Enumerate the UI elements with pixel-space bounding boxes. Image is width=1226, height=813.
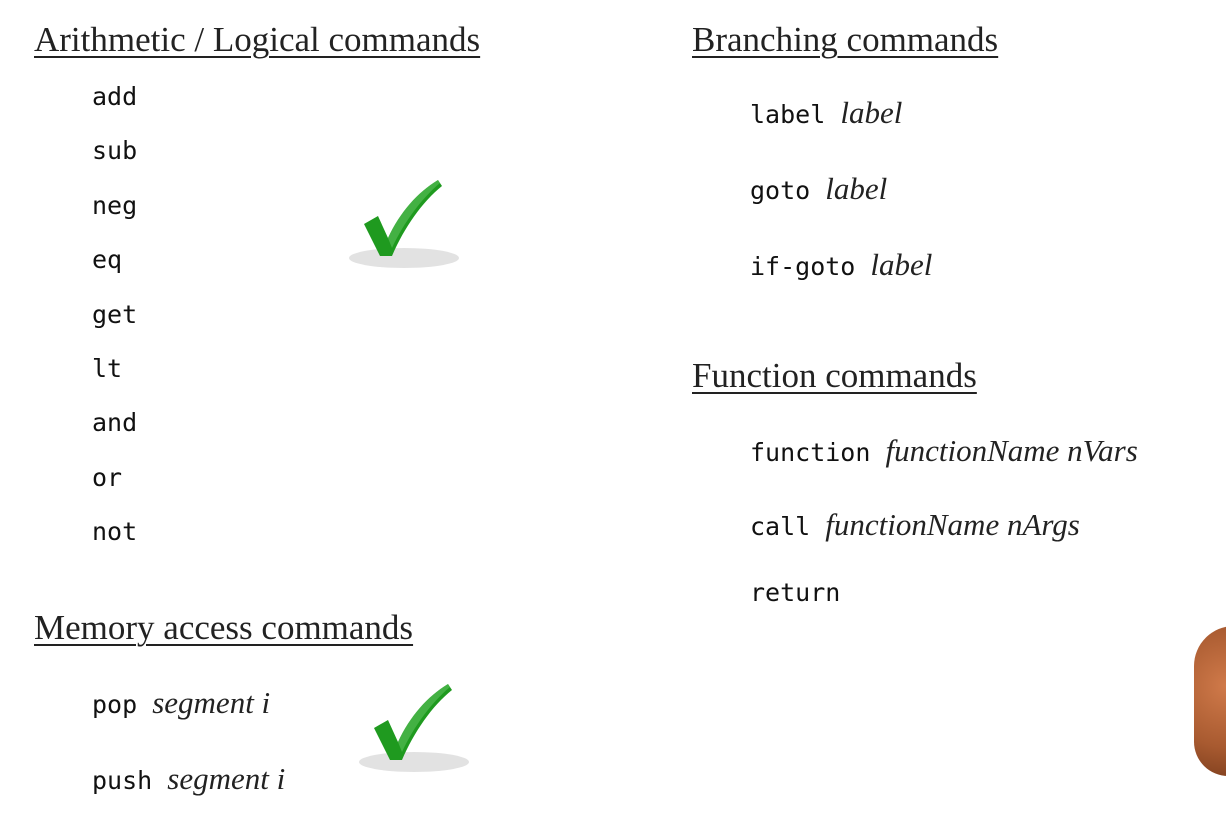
command-args: functionName nVars	[885, 433, 1138, 468]
command-eq: eq	[92, 245, 123, 274]
command-add: add	[92, 82, 138, 111]
command-not: not	[92, 517, 138, 546]
command-name: if-goto	[750, 252, 856, 281]
command-args: segment i	[152, 685, 271, 720]
command-return: return	[750, 578, 841, 607]
command-name: function	[750, 438, 871, 467]
command-label: label label	[750, 95, 903, 130]
checkmark-icon	[359, 684, 469, 772]
arithmetic-heading: Arithmetic / Logical commands	[34, 20, 481, 59]
command-function: function functionName nVars	[750, 433, 1138, 468]
command-lt: lt	[92, 354, 123, 383]
command-pop: pop segment i	[92, 685, 271, 720]
command-call: call functionName nArgs	[750, 507, 1080, 542]
command-if-goto: if-goto label	[750, 247, 933, 282]
command-args: label	[825, 171, 888, 206]
presenter-hand	[1194, 626, 1226, 776]
command-args: segment i	[167, 761, 286, 796]
command-args: functionName nArgs	[825, 507, 1080, 542]
command-and: and	[92, 408, 138, 437]
command-sub: sub	[92, 136, 138, 165]
function-heading: Function commands	[692, 356, 977, 395]
command-name: push	[92, 766, 153, 795]
command-or: or	[92, 463, 123, 492]
command-push: push segment i	[92, 761, 286, 796]
checkmark-icon	[349, 180, 459, 268]
command-args: label	[840, 95, 903, 130]
command-get: get	[92, 300, 138, 329]
command-name: goto	[750, 176, 811, 205]
command-neg: neg	[92, 191, 138, 220]
memory-heading: Memory access commands	[34, 608, 414, 647]
branching-heading: Branching commands	[692, 20, 999, 59]
command-name: label	[750, 100, 826, 129]
command-args: label	[870, 247, 933, 282]
command-goto: goto label	[750, 171, 888, 206]
command-name: pop	[92, 690, 138, 719]
command-name: call	[750, 512, 811, 541]
